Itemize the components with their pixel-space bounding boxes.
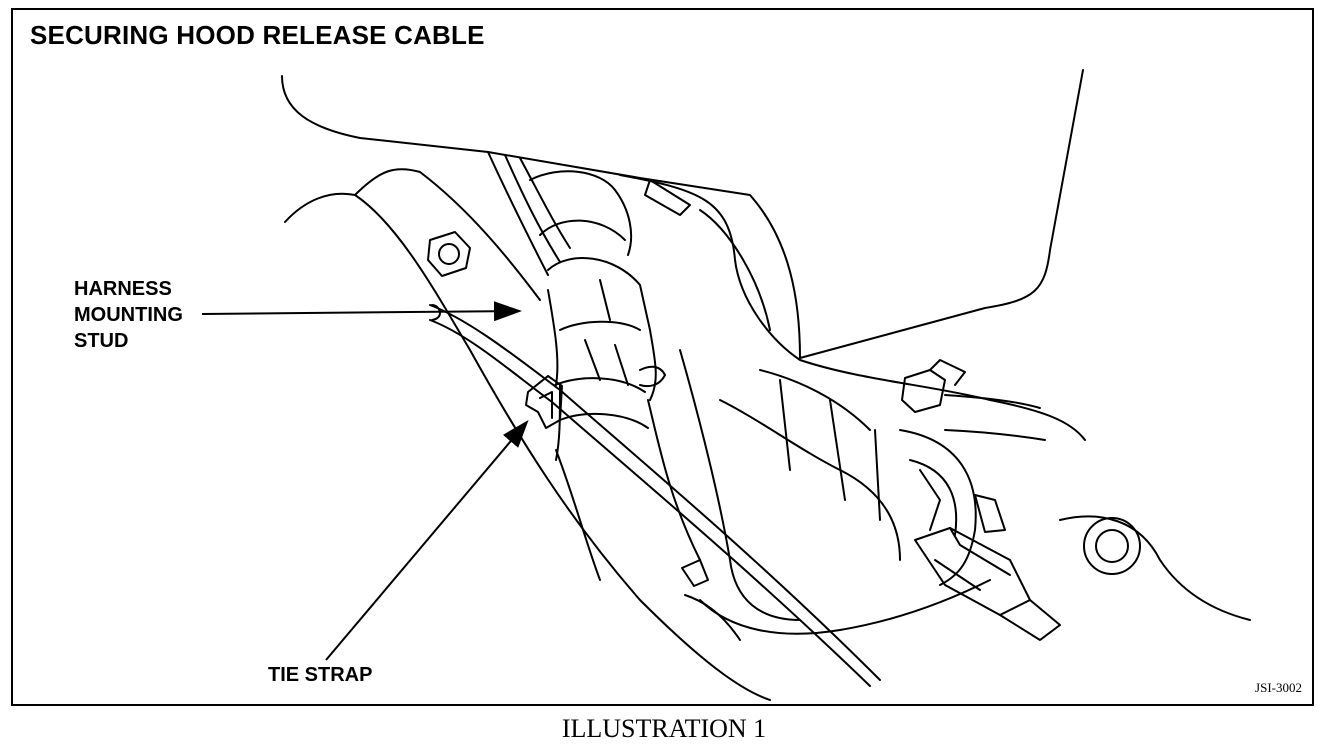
support-arc [899,429,977,586]
tie-strap-leader [325,419,529,661]
fender-edge [284,192,771,701]
illustration-frame [11,8,1314,706]
figure-caption: ILLUSTRATION 1 [561,714,767,743]
tie-strap-clip [525,375,563,429]
harness-stud-label: HARNESS MOUNTING STUD [74,278,183,352]
mounting-bolt [427,231,471,277]
release-cable [429,304,881,681]
connector [914,527,1061,641]
diagram-title: SECURING HOOD RELEASE CABLE [30,20,485,50]
fender-inner-edge [354,168,541,301]
grommet [1083,517,1141,575]
retainer-clip [901,359,1046,441]
small-clip [681,559,709,587]
bracket-strip [487,151,549,276]
cowl-bracket [619,174,1086,441]
figure-code: JSI-3002 [1255,680,1302,695]
harness-stud-leader [201,301,522,322]
tie-strap-label: TIE STRAP [268,664,373,686]
wire-harness [529,170,701,581]
hood-panel-outline [281,69,1084,359]
